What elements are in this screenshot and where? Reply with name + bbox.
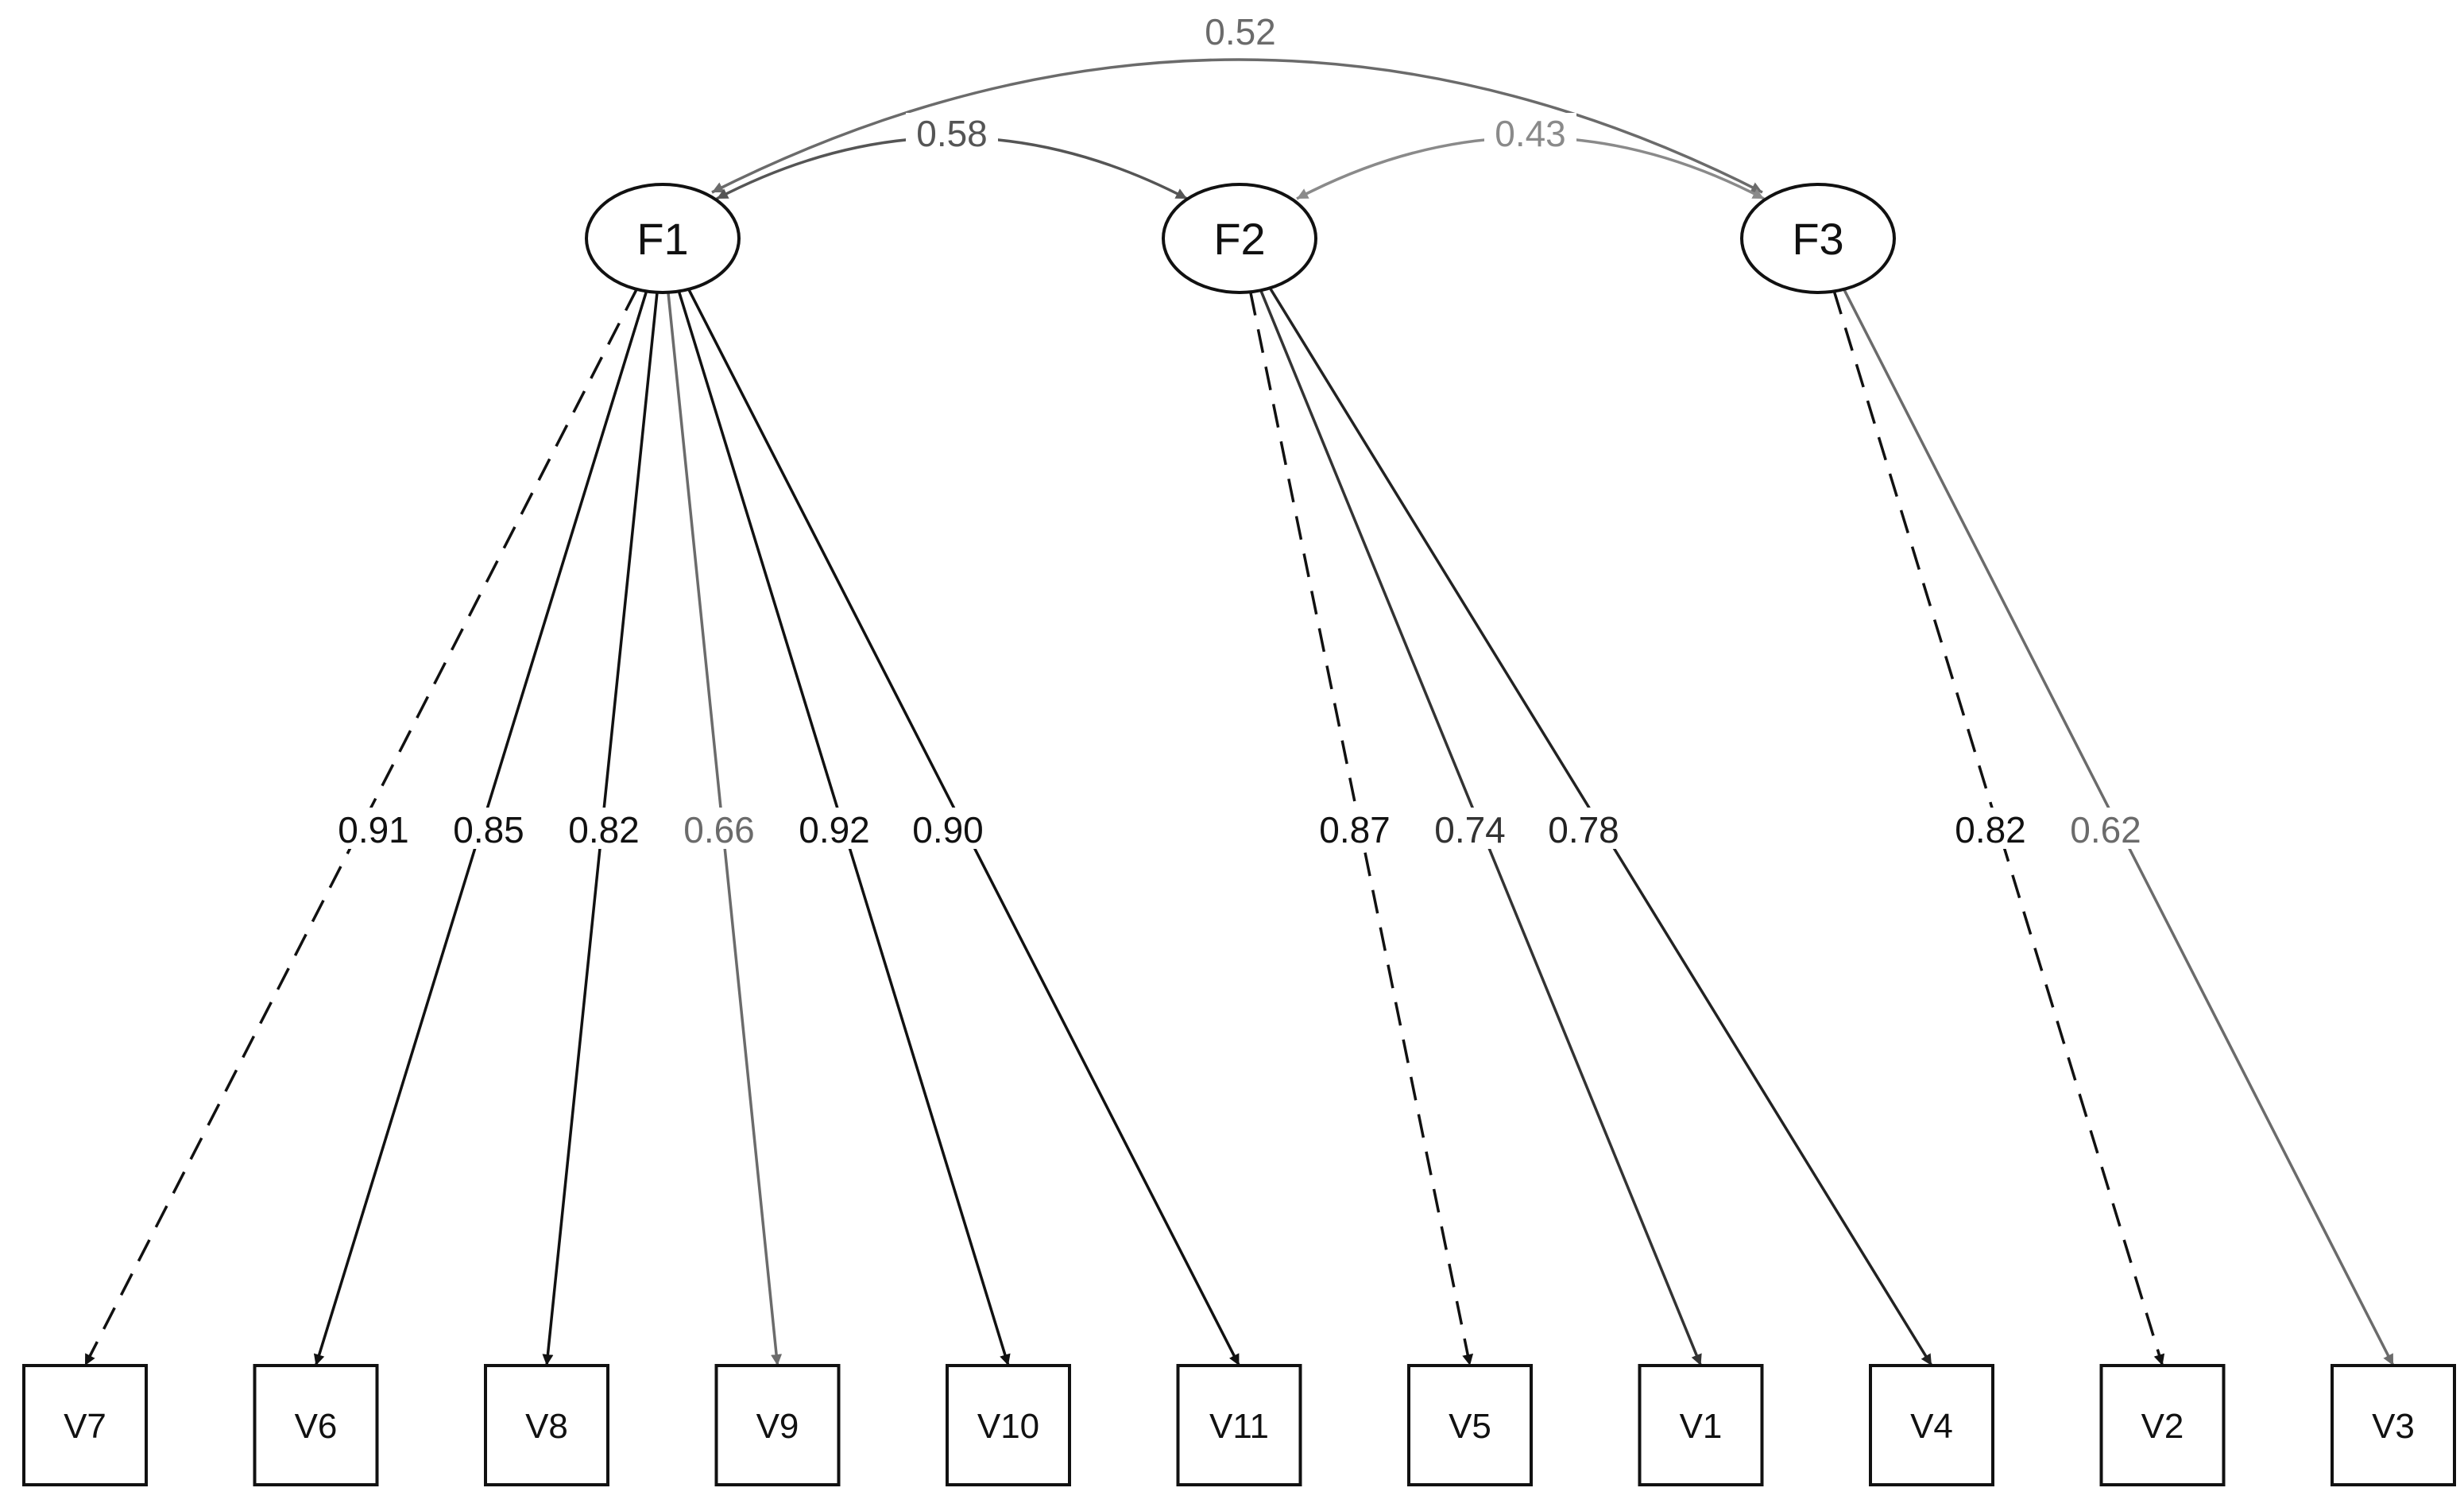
manifest-variable-label: V4 (1910, 1407, 1953, 1446)
loading-label-bg (1309, 808, 1401, 849)
loading-label-v8: 0.82 (568, 809, 640, 850)
latent-factor-label: F2 (1213, 214, 1265, 264)
manifest-variable-box (2331, 1364, 2456, 1486)
manifest-variable-label: V6 (295, 1407, 338, 1446)
manifest-variable-box (714, 1364, 841, 1486)
manifest-variable-label: V11 (1209, 1407, 1269, 1446)
latent-factor-label: F3 (1792, 214, 1843, 264)
correlation-label-bg (1194, 11, 1286, 51)
manifest-variable-box (22, 1364, 148, 1486)
loading-label-bg (788, 808, 880, 849)
manifest-variable-v4: V4 (1869, 1364, 1994, 1486)
loading-label-bg (443, 808, 535, 849)
manifest-variable-label: V3 (2372, 1407, 2415, 1446)
manifest-variable-box (1407, 1364, 1533, 1486)
manifest-variable-v8: V8 (484, 1364, 609, 1486)
manifest-variable-box (1638, 1364, 1764, 1486)
loading-label-v7: 0.91 (338, 809, 409, 850)
loading-label-bg (2060, 808, 2152, 849)
manifest-variable-label: V7 (64, 1407, 106, 1446)
loading-label-v1: 0.74 (1434, 809, 1506, 850)
manifest-variable-v3: V3 (2331, 1364, 2456, 1486)
manifest-variable-v9: V9 (714, 1364, 841, 1486)
loading-label-v2: 0.82 (1955, 809, 2026, 850)
latent-factor-ellipse (585, 183, 741, 294)
latent-factor-ellipse (1162, 183, 1317, 294)
latent-factor-label: F1 (636, 214, 688, 264)
manifest-variable-v7: V7 (22, 1364, 148, 1486)
manifest-variable-v6: V6 (253, 1364, 379, 1486)
loading-label-bg (673, 808, 765, 849)
loading-label-v3: 0.62 (2070, 809, 2141, 850)
loading-label-bg (327, 808, 420, 849)
manifest-variable-label: V9 (756, 1407, 799, 1446)
edge-labels-layer: 0.91 0.85 0.82 0.66 0.92 0.90 0.87 0.74 0.78 0.82… (327, 11, 2152, 850)
correlation-label-f1-f2: 0.58 (916, 113, 988, 154)
correlation-label-f1-f3: 0.52 (1205, 11, 1276, 52)
correlation-arc-f1-f3 (711, 58, 1763, 194)
loading-label-bg (558, 808, 650, 849)
loading-label-v11: 0.90 (912, 809, 984, 850)
manifest-variable-label: V1 (1680, 1407, 1723, 1446)
manifest-variable-label: V8 (525, 1407, 568, 1446)
loading-label-bg (1944, 808, 2037, 849)
loading-label-v6: 0.85 (453, 809, 524, 850)
loading-label-bg (902, 808, 994, 849)
manifest-variable-box (2099, 1364, 2226, 1486)
latent-factor-ellipse (1740, 183, 1896, 294)
loading-arrow-f1-v7 (83, 289, 638, 1366)
correlation-label-f2-f3: 0.43 (1495, 113, 1566, 154)
latent-factor-f3: F3 (1740, 183, 1896, 294)
manifest-variable-box (1869, 1364, 1994, 1486)
manifest-variable-label: V2 (2141, 1407, 2184, 1446)
manifest-variable-box (1176, 1364, 1302, 1486)
latent-factor-f1: F1 (585, 183, 741, 294)
loading-label-v4: 0.78 (1548, 809, 1619, 850)
manifest-variable-box (484, 1364, 609, 1486)
manifest-variable-v10: V10 (946, 1364, 1071, 1486)
correlation-label-bg (906, 113, 998, 153)
manifest-variable-v1: V1 (1638, 1364, 1764, 1486)
manifest-variable-v5: V5 (1407, 1364, 1533, 1486)
manifest-variable-box (946, 1364, 1071, 1486)
manifest-variable-box (253, 1364, 379, 1486)
loading-label-bg (1424, 808, 1516, 849)
manifest-variable-v11: V11 (1176, 1364, 1302, 1486)
correlation-label-bg (1484, 113, 1576, 153)
loading-arrow-f3-v2 (1832, 290, 2165, 1366)
loading-label-v5: 0.87 (1319, 809, 1391, 850)
manifest-variable-label: V10 (977, 1407, 1039, 1446)
loading-label-v9: 0.66 (683, 809, 755, 850)
manifest-variable-v2: V2 (2099, 1364, 2226, 1486)
latent-factor-f2: F2 (1162, 183, 1317, 294)
loading-label-bg (1538, 808, 1630, 849)
loading-label-v10: 0.92 (799, 809, 870, 850)
manifest-variable-label: V5 (1449, 1407, 1491, 1446)
